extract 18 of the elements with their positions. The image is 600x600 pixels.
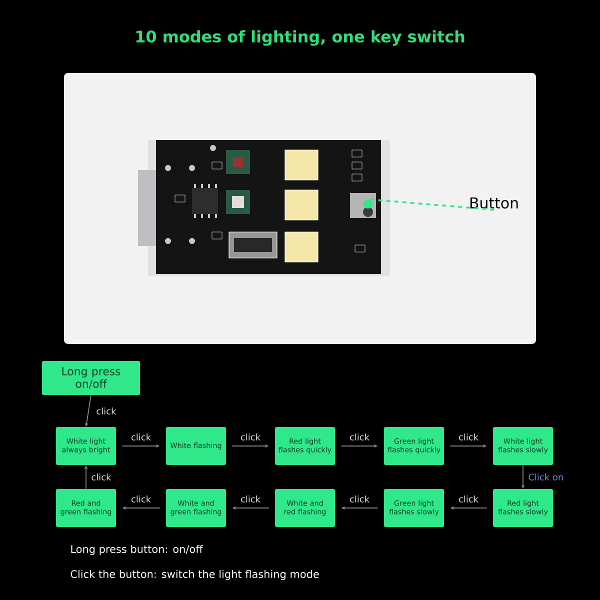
leader-line [368,198,494,211]
edge-label: click [130,494,152,504]
note-text: Long press button: on/off [71,544,204,556]
edge-label: click [348,432,371,442]
button-dot [364,200,372,208]
note-text: Click the button: switch the light flashing mode [70,570,319,580]
button-label: Button [470,197,518,209]
start-box: Long press on/off [42,361,140,395]
edge-label: click [239,494,262,504]
edge-label: click [95,406,118,416]
title: 10 modes of lighting, one key switch [136,30,464,46]
edge-label: click [348,494,371,504]
edge-label: click [239,432,262,442]
edge-label: click [130,432,152,442]
edge-label: click [458,432,480,442]
edge-label: click [458,494,480,504]
edge-label: Click on [527,472,565,482]
edge-label: click [90,472,112,482]
